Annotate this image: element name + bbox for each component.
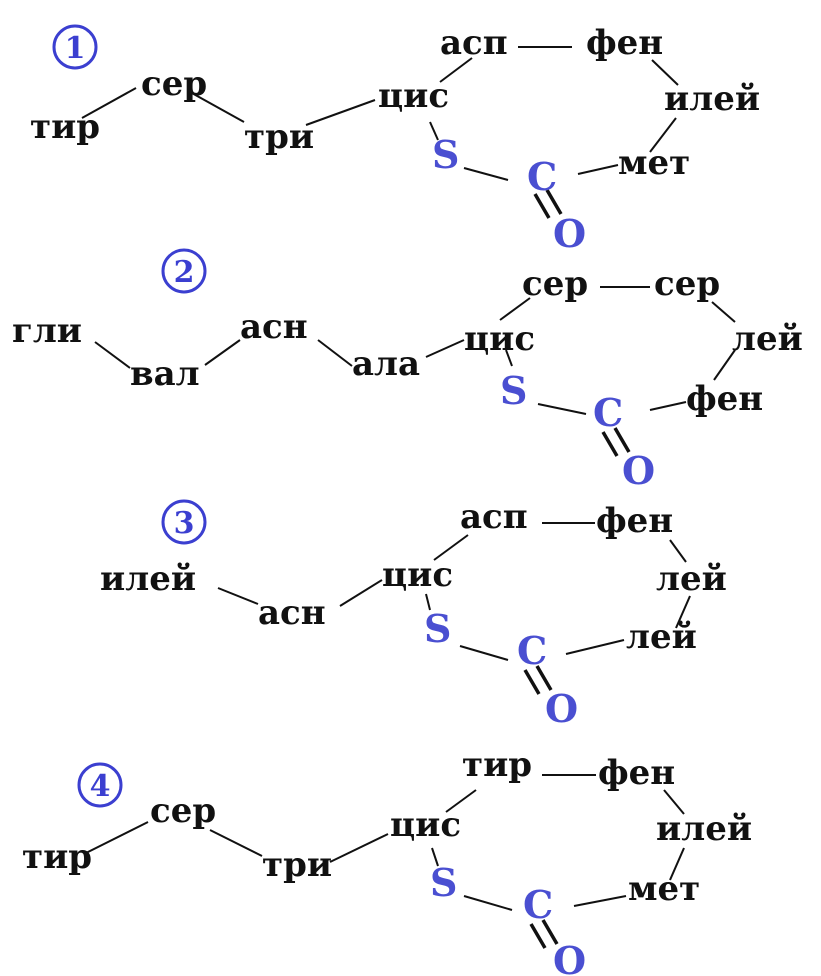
structure-2: 2 гли вал асн ала цис сер сер лей фен S … [12, 248, 803, 493]
bond [439, 57, 473, 83]
chain-residue: ала [352, 344, 420, 384]
ring-residue: лей [626, 617, 697, 657]
bond [651, 59, 679, 86]
bond [663, 789, 685, 815]
bond [565, 639, 625, 655]
chain-residue: гли [12, 311, 82, 351]
structure-number-badge [161, 248, 207, 294]
bond [329, 833, 389, 863]
chain-residue: сер [150, 791, 216, 831]
cysteine-residue: цис [382, 555, 453, 595]
ring-residue: сер [522, 264, 588, 304]
structure-1: 1 тир сер три цис асп фен илей мет S C O [30, 23, 760, 256]
chain-residue: илей [100, 559, 196, 599]
ring-residue: тир [462, 745, 532, 785]
sulfur-atom: S [432, 132, 459, 177]
bond [81, 87, 137, 119]
bond [431, 847, 439, 867]
structure-number-badge [161, 499, 207, 545]
bond [675, 595, 691, 629]
oxygen-atom: O [622, 448, 655, 493]
chain-residue: три [244, 117, 314, 157]
structure-number-badge [77, 762, 123, 808]
bond [425, 593, 431, 611]
bond [83, 821, 149, 855]
bond [505, 349, 513, 367]
bond [429, 121, 439, 141]
ring-residue: фен [598, 753, 675, 793]
structure-number: 3 [174, 506, 195, 541]
bond [305, 99, 376, 126]
bond [94, 341, 131, 369]
bond [649, 401, 687, 411]
bond [204, 339, 241, 366]
bond [669, 847, 685, 881]
chain-residue: три [262, 845, 332, 885]
carbon-atom: C [523, 882, 553, 927]
oxygen-atom: O [553, 938, 586, 976]
structure-number-badge [52, 24, 98, 70]
structure-number: 4 [90, 769, 111, 804]
chain-residue: тир [30, 107, 100, 147]
oxygen-atom: O [553, 211, 586, 256]
bond [189, 91, 245, 123]
bond [669, 539, 687, 563]
ring-residue: асп [440, 23, 508, 63]
ring-residue: фен [586, 23, 663, 63]
bond [433, 534, 469, 561]
carbon-atom: C [527, 154, 557, 199]
cysteine-residue: цис [378, 76, 449, 116]
bond [425, 339, 465, 358]
sulfur-atom: S [424, 606, 451, 651]
structure-number: 1 [65, 31, 86, 66]
double-bond [523, 665, 553, 695]
sulfur-atom: S [500, 368, 527, 413]
bond [317, 339, 353, 367]
bond [577, 164, 619, 175]
bond [459, 645, 509, 661]
ring-residue: фен [686, 379, 763, 419]
sulfur-atom: S [430, 860, 457, 905]
ring-residue: лей [732, 319, 803, 359]
carbon-atom: C [517, 628, 547, 673]
chain-residue: сер [141, 64, 207, 104]
bond [573, 895, 627, 907]
ring-residue: мет [628, 869, 700, 909]
ring-residue: сер [654, 264, 720, 304]
bond [217, 587, 259, 605]
ring-residue: мет [618, 143, 690, 183]
bond [649, 117, 677, 153]
ring-residue: илей [656, 809, 752, 849]
bond [713, 349, 736, 381]
ring-residue: асп [460, 497, 528, 537]
ring-residue: фен [596, 501, 673, 541]
oxygen-atom: O [545, 686, 578, 731]
carbon-atom: C [593, 390, 623, 435]
bond [499, 297, 531, 321]
bond [463, 895, 513, 911]
chain-residue: асн [240, 307, 308, 347]
structure-3: 3 илей асн цис асп фен лей лей S C O [100, 497, 727, 731]
bond [209, 829, 263, 857]
bond [711, 301, 736, 323]
double-bond [601, 427, 631, 457]
cysteine-residue: цис [464, 319, 535, 359]
chain-residue: тир [22, 837, 92, 877]
double-bond [529, 919, 559, 949]
structure-4: 4 тир сер три цис тир фен илей мет S C O [22, 745, 752, 976]
structure-number: 2 [174, 255, 195, 290]
chain-residue: вал [130, 354, 200, 394]
cysteine-residue: цис [390, 805, 461, 845]
bond [537, 403, 587, 415]
double-bond [533, 189, 563, 219]
chain-residue: асн [258, 593, 326, 633]
ring-residue: илей [664, 79, 760, 119]
bond [445, 789, 477, 813]
bond [339, 579, 383, 607]
ring-residue: лей [656, 559, 727, 599]
bond [463, 167, 509, 181]
